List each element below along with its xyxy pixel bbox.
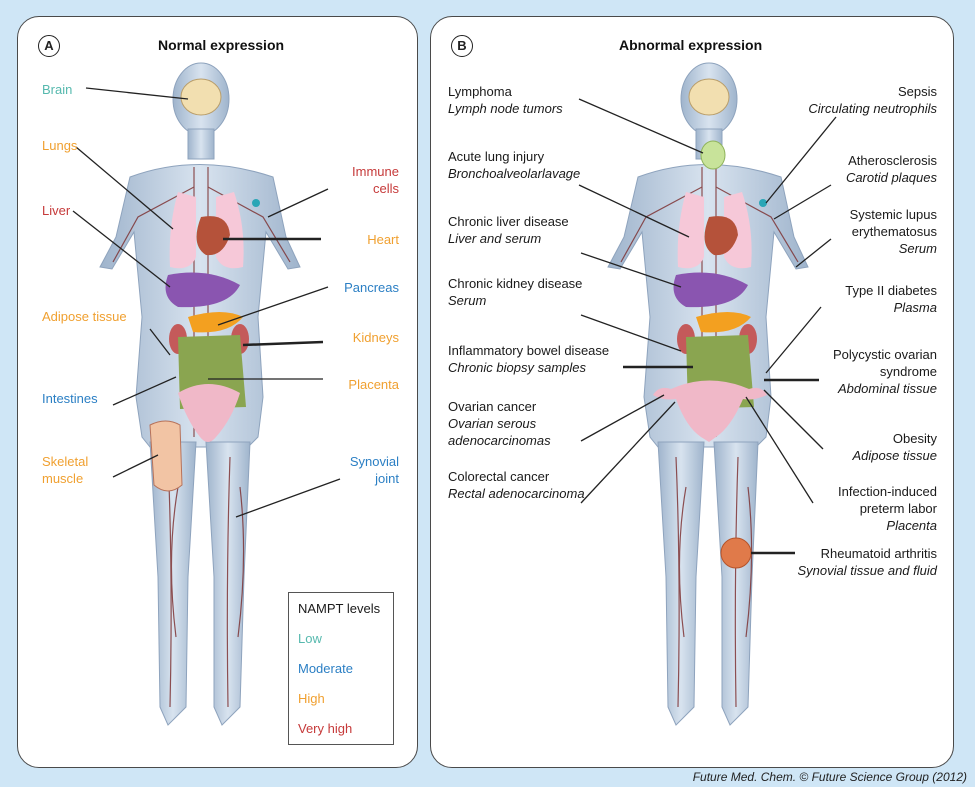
label-pancreas: Pancreas [344,279,399,296]
label-skeletal-muscle: Skeletal muscle [42,453,88,487]
label-immune-cells: Immune cells [352,163,399,197]
label-brain: Brain [42,81,72,98]
lymph-node-tumor [701,141,725,169]
panel-abnormal-expression: B Abnormal expression Lymphoma Lymph nod… [430,16,954,768]
label-rheumatoid-arthritis: Rheumatoid arthritis Synovial tissue and… [798,545,937,579]
label-obesity: Obesity Adipose tissue [852,430,937,464]
label-liver: Liver [42,202,70,219]
label-intestines: Intestines [42,390,98,407]
panel-b-letter: B [451,35,473,57]
legend-moderate: Moderate [298,661,393,691]
brain-organ [689,79,729,115]
synovial-joint-organ [721,538,751,568]
label-ovarian-cancer: Ovarian cancer Ovarian serous adenocarci… [448,398,551,449]
label-chronic-liver-disease: Chronic liver disease Liver and serum [448,213,569,247]
label-preterm-labor: Infection-induced preterm labor Placenta [838,483,937,534]
label-colorectal-cancer: Colorectal cancer Rectal adenocarcinoma [448,468,585,502]
panel-b-title: Abnormal expression [619,37,762,53]
label-chronic-kidney-disease: Chronic kidney disease Serum [448,275,582,309]
label-placenta: Placenta [348,376,399,393]
neutrophils-organ [759,199,767,207]
label-kidneys: Kidneys [353,329,399,346]
immune-cells-organ [252,199,260,207]
panel-a-title: Normal expression [158,37,284,53]
label-inflammatory-bowel-disease: Inflammatory bowel disease Chronic biops… [448,342,609,376]
brain-organ [181,79,221,115]
label-atherosclerosis: Atherosclerosis Carotid plaques [846,152,937,186]
label-adipose-tissue: Adipose tissue [42,308,127,325]
label-synovial-joint: Synovial joint [350,453,399,487]
panel-a-letter: A [38,35,60,57]
label-systemic-lupus: Systemic lupus erythematosus Serum [850,206,937,257]
nampt-legend: NAMPT levels Low Moderate High Very high [288,592,394,745]
label-heart: Heart [367,231,399,248]
label-sepsis: Sepsis Circulating neutrophils [808,83,937,117]
label-polycystic-ovarian-syndrome: Polycystic ovarian syndrome Abdominal ti… [833,346,937,397]
label-lungs: Lungs [42,137,77,154]
legend-high: High [298,691,393,721]
legend-very-high: Very high [298,721,393,751]
legend-title: NAMPT levels [298,601,393,631]
label-lymphoma: Lymphoma Lymph node tumors [448,83,563,117]
legend-low: Low [298,631,393,661]
figure-credit: Future Med. Chem. © Future Science Group… [693,770,967,784]
label-acute-lung-injury: Acute lung injury Bronchoalveolarlavage [448,148,580,182]
panel-normal-expression: A Normal expression Brain Lungs Liver Ad… [17,16,418,768]
label-type-ii-diabetes: Type II diabetes Plasma [845,282,937,316]
